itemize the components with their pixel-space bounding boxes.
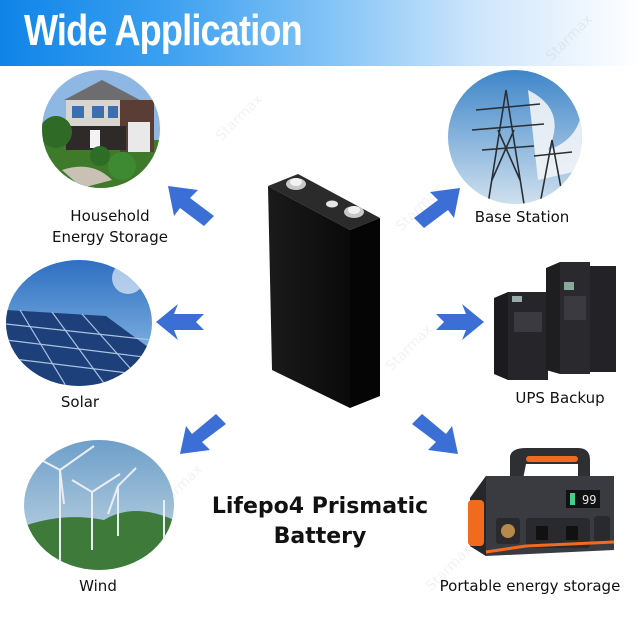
arrow-to-base-station-icon [414,188,460,228]
prismatic-battery-image [262,170,382,410]
arrow-to-household-icon [168,186,214,226]
product-title-line1: Lifepo4 Prismatic [211,494,429,519]
solar-label: Solar [60,393,100,411]
watermark: Starmax [212,91,266,145]
base-station-label: Base Station [474,208,570,226]
product-title-line2: Battery [273,524,367,549]
page-title: Wide Application [24,6,303,55]
display-readout: 99 [582,493,596,507]
household-label-line2: Energy Storage [52,228,168,246]
power-tower-photo [448,70,582,204]
household-label: Household Energy Storage [40,206,180,248]
portable-label: Portable energy storage [439,577,621,595]
solar-panel-photo [6,260,152,386]
portable-power-station-photo: 99 [466,446,618,562]
arrow-to-portable-icon [412,414,458,454]
house-photo [42,70,160,188]
ups-label: UPS Backup [515,389,605,407]
arrow-to-wind-icon [180,414,226,454]
ups-cabinet-photo [490,262,618,380]
header-banner: Wide Application [0,0,640,66]
watermark: Starmax [382,321,436,375]
arrow-to-solar-icon [156,304,204,340]
arrow-to-ups-icon [436,304,484,340]
wind-turbine-photo [24,440,174,570]
household-label-line1: Household [70,207,150,225]
product-title: Lifepo4 Prismatic Battery [200,492,440,552]
wind-label: Wind [79,577,117,595]
